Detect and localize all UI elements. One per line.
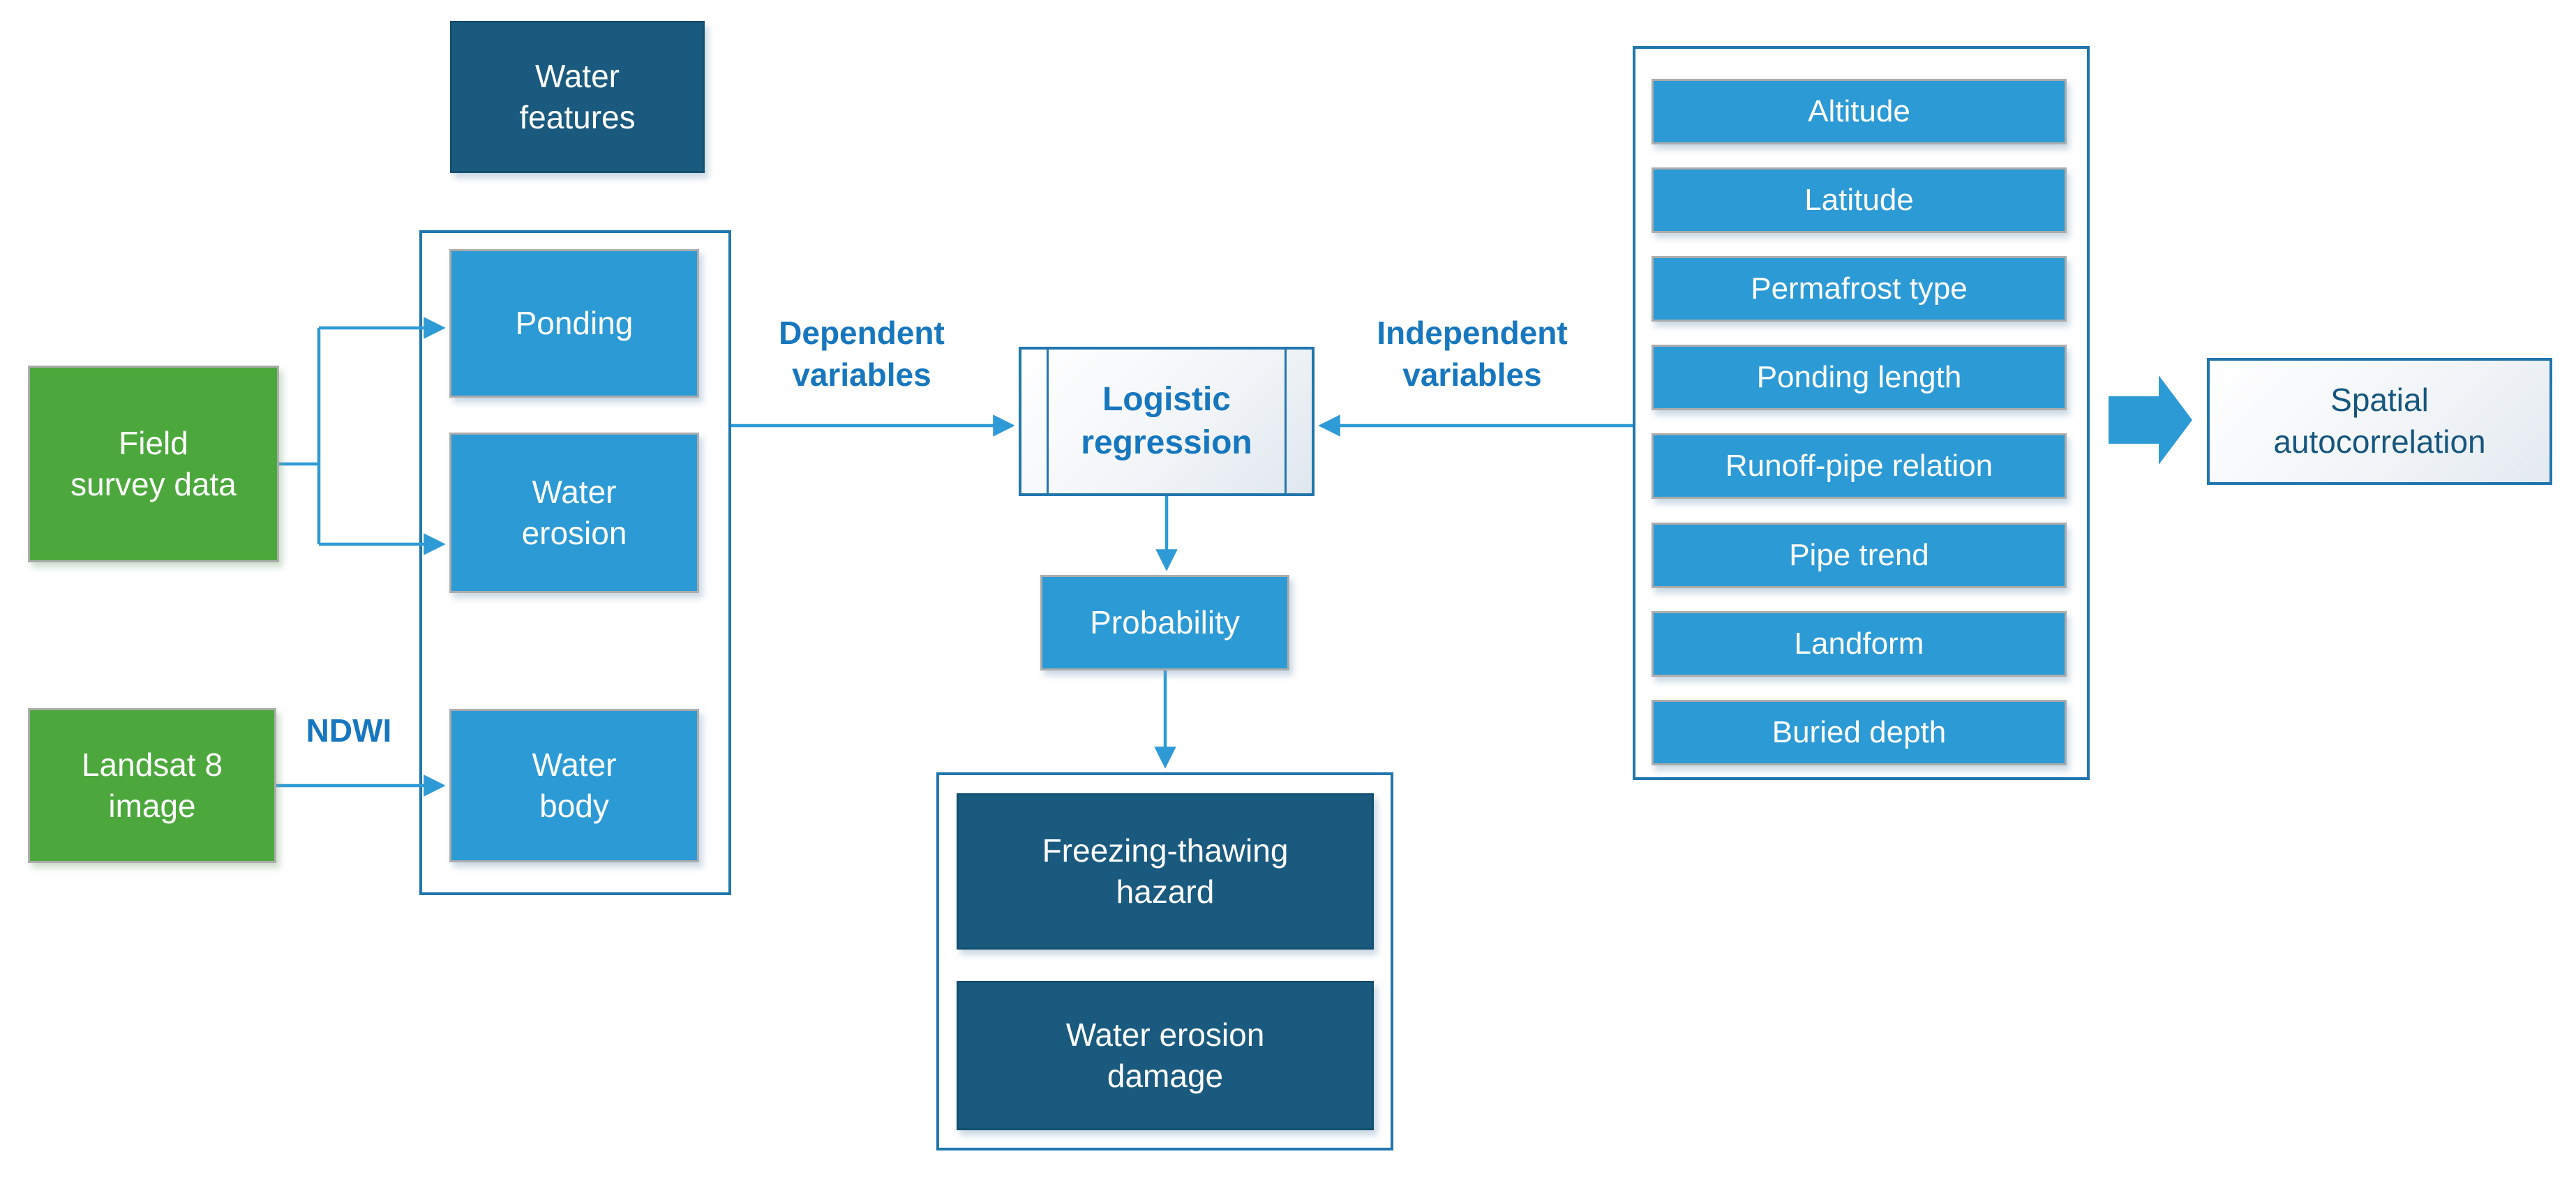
independent-item-ponding-length: Ponding length: [1652, 345, 2067, 410]
water-body-box: Water body: [449, 709, 699, 862]
process-side-line: [1047, 350, 1049, 493]
independent-item-landform: Landform: [1652, 611, 2067, 677]
independent-variables-label: Independent variables: [1377, 315, 1568, 393]
water-erosion-damage-box: Water erosion damage: [957, 981, 1374, 1130]
logistic-regression-box: Logistic regression: [1019, 347, 1315, 496]
water-erosion-box: Water erosion: [449, 433, 699, 593]
ndwi-label: NDWI: [306, 712, 392, 749]
independent-item-pipe-trend: Pipe trend: [1652, 523, 2067, 588]
freezing-thawing-hazard-box: Freezing-thawing hazard: [957, 793, 1374, 950]
independent-item-permafrost-type: Permafrost type: [1652, 256, 2067, 322]
landsat8-image-box: Landsat 8 image: [28, 708, 276, 863]
independent-item-buried-depth: Buried depth: [1652, 700, 2067, 765]
independent-item-latitude: Latitude: [1652, 167, 2067, 233]
dependent-variables-label: Dependent variables: [779, 315, 945, 393]
probability-box: Probability: [1040, 575, 1289, 670]
spatial-autocorrelation-box: Spatial autocorrelation: [2207, 358, 2552, 485]
ponding-box: Ponding: [449, 249, 699, 398]
independent-item-runoff-pipe-relation: Runoff-pipe relation: [1652, 433, 2067, 499]
process-side-line: [1285, 350, 1287, 493]
independent-item-altitude: Altitude: [1652, 79, 2067, 144]
field-survey-data-box: Field survey data: [28, 366, 279, 562]
water-features-box: Water features: [450, 21, 705, 173]
block-arrow-right-icon: [2109, 375, 2192, 465]
